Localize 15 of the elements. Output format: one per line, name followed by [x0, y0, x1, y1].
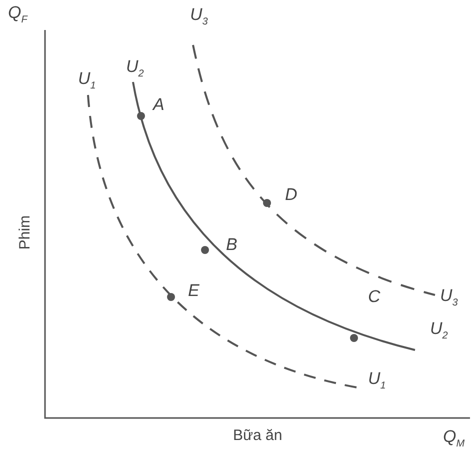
point-label: D	[285, 186, 298, 203]
axis-label: Q$_{F}$	[8, 4, 28, 26]
curve-label: U$_{3}$	[190, 6, 208, 28]
curve-label: U$_{1}$	[368, 370, 386, 392]
point-label: E	[188, 282, 200, 299]
curve-label: U$_{1}$	[78, 70, 96, 92]
axis-label: Q$_{M}$	[443, 428, 465, 450]
axis-title: Phim	[18, 215, 33, 250]
curve-label: U$_{3}$	[440, 287, 458, 308]
curve-label: U$_{2}$	[126, 58, 144, 80]
curve-label: U$_{2}$	[430, 320, 448, 342]
point-label: A	[153, 96, 164, 113]
point-label: C	[368, 288, 380, 305]
point-label: B	[226, 236, 238, 253]
axis-title: Bữa ăn	[233, 428, 282, 443]
